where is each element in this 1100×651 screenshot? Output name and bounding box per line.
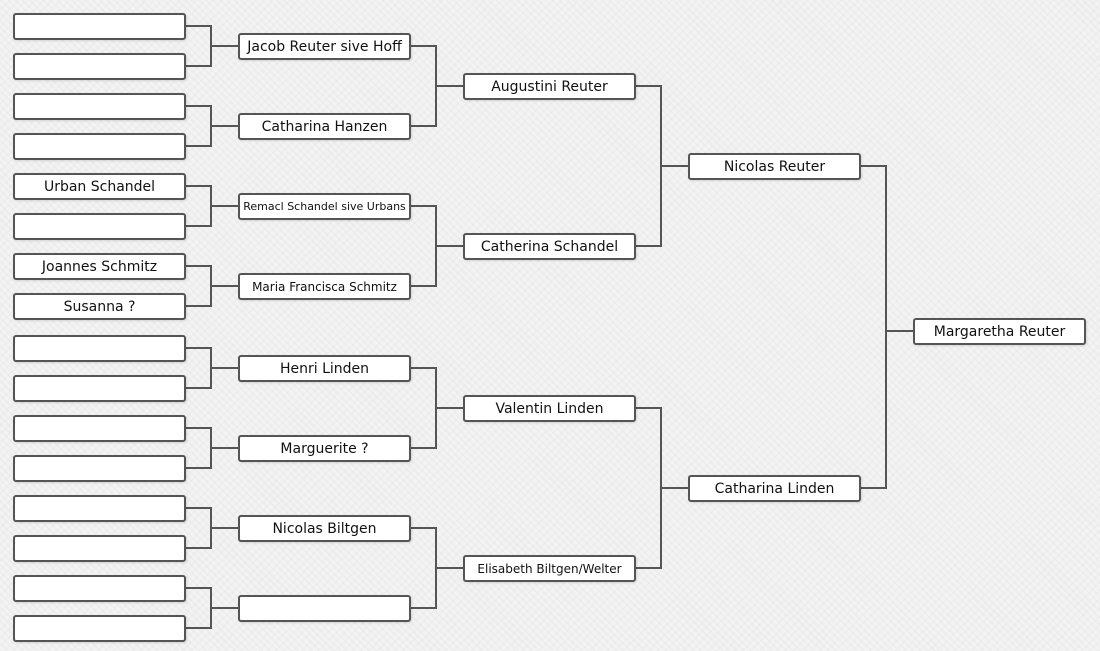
person-gen4-11[interactable]	[13, 415, 186, 442]
person-gen3-1[interactable]: Jacob Reuter sive Hoff	[238, 33, 411, 60]
person-mother[interactable]: Catharina Linden	[688, 475, 861, 502]
person-paternal-grandmother[interactable]: Catherina Schandel	[463, 233, 636, 260]
person-gen4-15[interactable]	[13, 575, 186, 602]
person-maternal-grandfather[interactable]: Valentin Linden	[463, 395, 636, 422]
person-gen3-8[interactable]	[238, 595, 411, 622]
person-gen4-6[interactable]	[13, 213, 186, 240]
person-gen4-8[interactable]: Susanna ?	[13, 293, 186, 320]
person-gen4-7[interactable]: Joannes Schmitz	[13, 253, 186, 280]
person-gen3-6[interactable]: Marguerite ?	[238, 435, 411, 462]
person-gen3-2[interactable]: Catharina Hanzen	[238, 113, 411, 140]
person-gen4-12[interactable]	[13, 455, 186, 482]
person-gen4-5[interactable]: Urban Schandel	[13, 173, 186, 200]
person-gen4-3[interactable]	[13, 93, 186, 120]
person-gen3-7[interactable]: Nicolas Biltgen	[238, 515, 411, 542]
person-gen3-3[interactable]: Remacl Schandel sive Urbans	[238, 193, 411, 220]
person-maternal-grandmother[interactable]: Elisabeth Biltgen/Welter	[463, 555, 636, 582]
person-father[interactable]: Nicolas Reuter	[688, 153, 861, 180]
person-gen4-2[interactable]	[13, 53, 186, 80]
person-gen4-10[interactable]	[13, 375, 186, 402]
person-gen3-5[interactable]: Henri Linden	[238, 355, 411, 382]
person-root[interactable]: Margaretha Reuter	[913, 318, 1086, 345]
person-gen4-16[interactable]	[13, 615, 186, 642]
person-gen4-4[interactable]	[13, 133, 186, 160]
person-gen4-9[interactable]	[13, 335, 186, 362]
person-gen4-1[interactable]	[13, 13, 186, 40]
person-gen4-14[interactable]	[13, 535, 186, 562]
person-gen3-4[interactable]: Maria Francisca Schmitz	[238, 273, 411, 300]
person-paternal-grandfather[interactable]: Augustini Reuter	[463, 73, 636, 100]
person-gen4-13[interactable]	[13, 495, 186, 522]
